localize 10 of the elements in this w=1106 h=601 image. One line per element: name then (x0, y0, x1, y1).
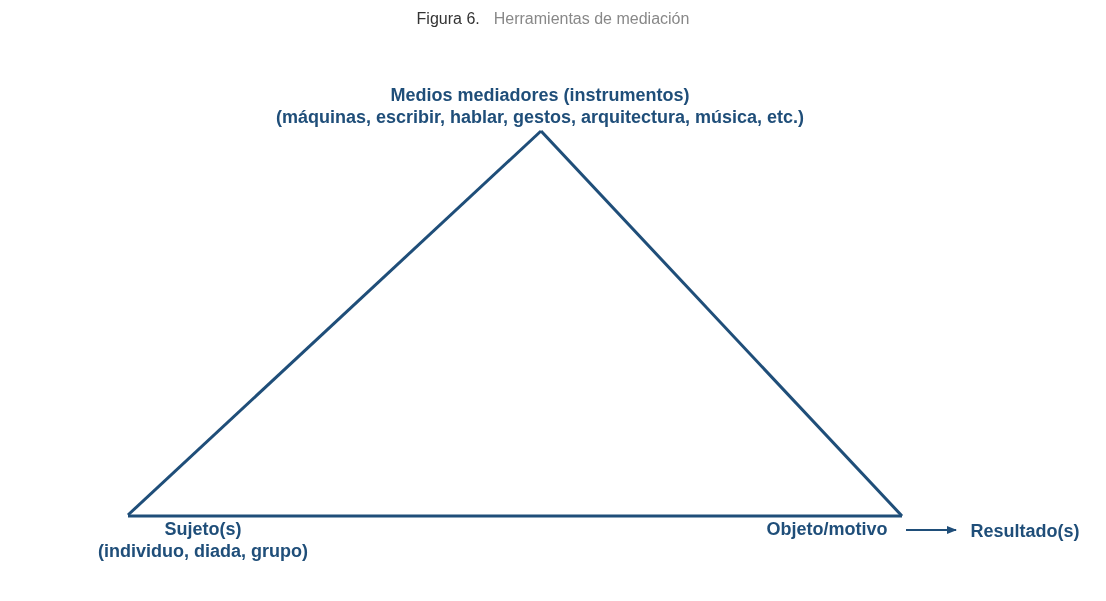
figure-number: Figura 6. (416, 10, 480, 28)
node-label: Sujeto(s) (individuo, diada, grupo) (88, 518, 318, 562)
connector-line (539, 129, 904, 518)
arrow (905, 526, 957, 534)
node-label: Medios mediadores (instrumentos) (máquinas, escribir, hablar, gestos, arquitectura, música, etc.) (190, 84, 890, 128)
figure-title: Herramientas de mediación (493, 10, 690, 28)
node-label: Objeto/motivo (752, 518, 902, 540)
node-label: Resultado(s) (960, 520, 1090, 542)
connector-line (128, 514, 902, 518)
connector-line (126, 129, 543, 517)
